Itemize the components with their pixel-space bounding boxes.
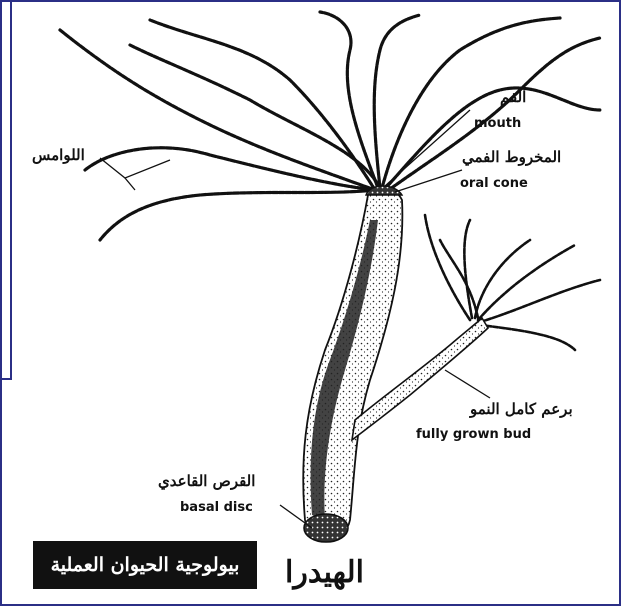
diagram-title: الهيدرا — [285, 555, 364, 590]
label-basal-disc-ar: القرص القاعدي — [158, 472, 255, 490]
leader-lines — [100, 110, 490, 528]
label-oral-cone-ar: المخروط الفمي — [462, 148, 561, 166]
leader-mouth — [385, 110, 470, 186]
tentacle-5 — [320, 12, 378, 188]
label-bud-ar: برعم كامل النمو — [470, 400, 573, 418]
label-basal-disc-en: basal disc — [180, 500, 253, 515]
label-mouth-ar: الفم — [500, 88, 526, 106]
label-oral-cone-en: oral cone — [460, 176, 528, 191]
leader-tentacles — [100, 158, 170, 178]
leader-oral-cone — [395, 170, 462, 192]
tentacle-3 — [100, 190, 375, 240]
tentacle-6 — [374, 15, 420, 188]
bud-tentacle-6 — [480, 325, 575, 350]
book-badge: بيولوجية الحيوان العملية — [33, 541, 257, 589]
bud-tentacle-2 — [464, 220, 472, 318]
label-tentacles-ar: اللوامس — [32, 146, 85, 164]
tentacle-1 — [60, 30, 375, 190]
bud-tentacle-1 — [425, 215, 470, 320]
tentacle-4 — [150, 20, 375, 190]
label-mouth-en: mouth — [474, 116, 521, 131]
leader-bud — [445, 370, 490, 398]
label-bud-en: fully grown bud — [416, 427, 531, 442]
bud-tentacle-4 — [478, 245, 575, 320]
basal-disc — [304, 514, 348, 542]
tentacle-9 — [386, 38, 600, 192]
tentacle-2 — [85, 148, 375, 190]
leader-tentacles-2 — [125, 178, 135, 190]
bud-tentacles — [425, 215, 600, 350]
